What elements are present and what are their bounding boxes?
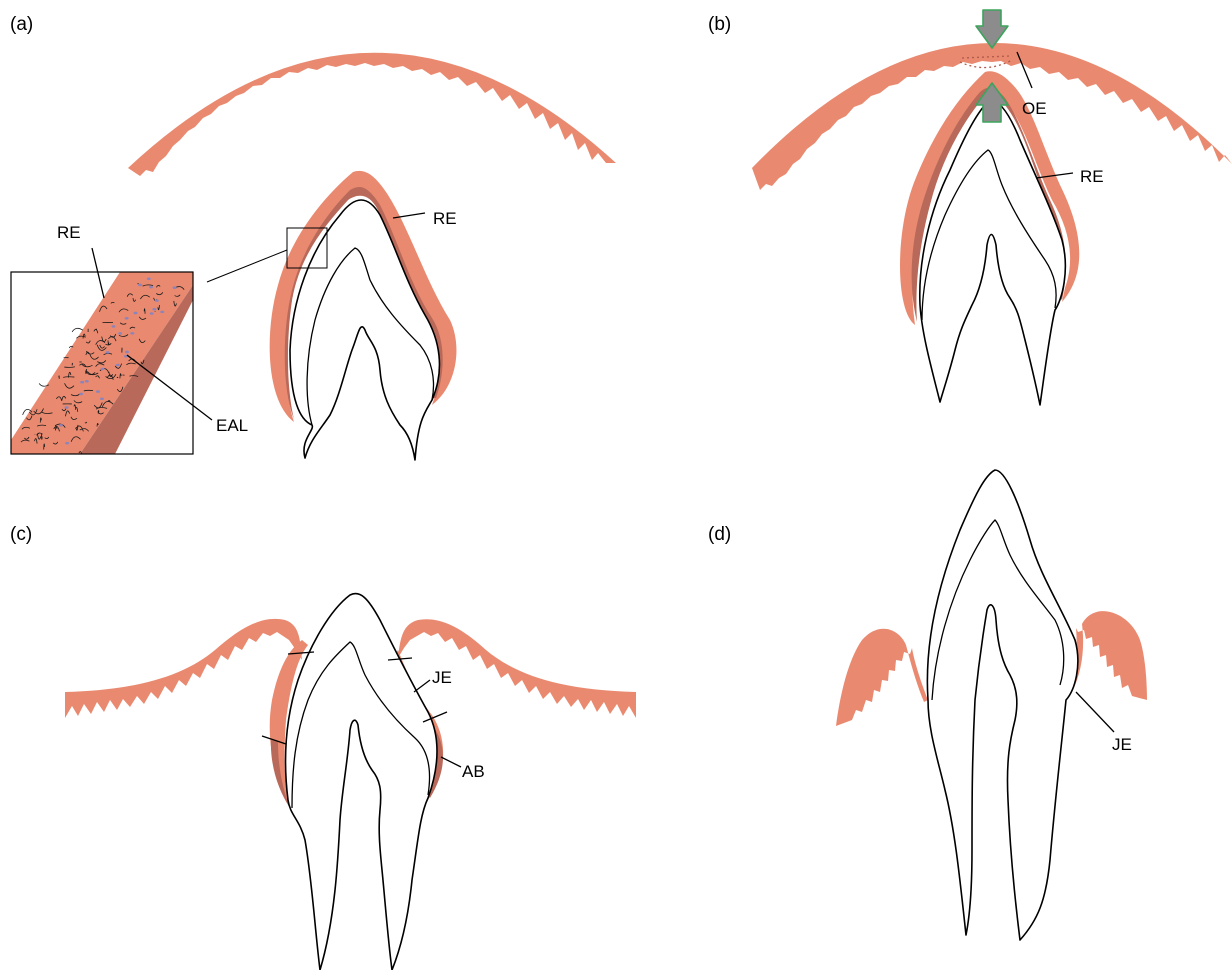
cell-nucleus [150, 312, 154, 315]
panel-b: (b) OE RE [708, 10, 1232, 405]
cell-nucleus [138, 284, 142, 287]
down-arrow [976, 10, 1008, 48]
cell-nucleus [155, 299, 159, 302]
panel-d-label: (d) [708, 524, 731, 545]
cell-nucleus [111, 325, 115, 328]
magnification-leader [207, 250, 287, 282]
cell-nucleus [100, 397, 104, 400]
je-label-d: JE [1112, 735, 1132, 754]
cell-nucleus [106, 351, 110, 354]
oral-epithelium-left-c [65, 619, 302, 718]
cell-nucleus [133, 312, 137, 315]
je-label-c: JE [432, 668, 452, 687]
re-label-a: RE [433, 209, 457, 228]
cell-nucleus [125, 317, 129, 320]
panel-d: (d) JE [708, 470, 1147, 940]
panel-c-label: (c) [10, 524, 32, 545]
oral-epithelium-arch [128, 53, 616, 176]
cell-nucleus [116, 364, 120, 367]
cell-nucleus [85, 380, 89, 383]
cell-nucleus [160, 311, 164, 314]
gingiva-left-d [836, 629, 928, 726]
cell-nucleus [101, 368, 105, 371]
cell-nucleus [125, 351, 129, 354]
tooth-outline-c [285, 594, 437, 970]
eal-label: EAL [216, 416, 248, 435]
cell-nucleus [65, 406, 69, 409]
cell-nucleus [80, 381, 84, 384]
panel-b-label: (b) [708, 14, 731, 35]
je-leader-d [1076, 692, 1114, 732]
ab-label: AB [462, 762, 485, 781]
panel-c: (c) JE AB [10, 524, 636, 970]
panel-a: (a) RE RE EAL [10, 14, 616, 460]
cell-nucleus [173, 286, 177, 289]
gingiva-right-d [1068, 611, 1147, 700]
cell-nucleus [118, 332, 122, 335]
cell-nucleus [147, 277, 151, 280]
cell-nucleus [130, 332, 134, 335]
cell-nucleus [59, 424, 63, 427]
re-label-inset: RE [57, 223, 81, 242]
cell-nucleus [96, 390, 100, 393]
oe-label: OE [1022, 99, 1047, 118]
inset-view [11, 272, 193, 454]
panel-a-label: (a) [10, 14, 33, 35]
ab-leader [441, 757, 461, 767]
cell-nucleus [149, 286, 153, 289]
cell-nucleus [65, 442, 69, 445]
tooth-outline-d [927, 470, 1077, 940]
je-leader-c [414, 680, 430, 692]
cell-nucleus [79, 393, 83, 396]
cell-nucleus [152, 308, 156, 311]
re-label-b: RE [1080, 167, 1104, 186]
